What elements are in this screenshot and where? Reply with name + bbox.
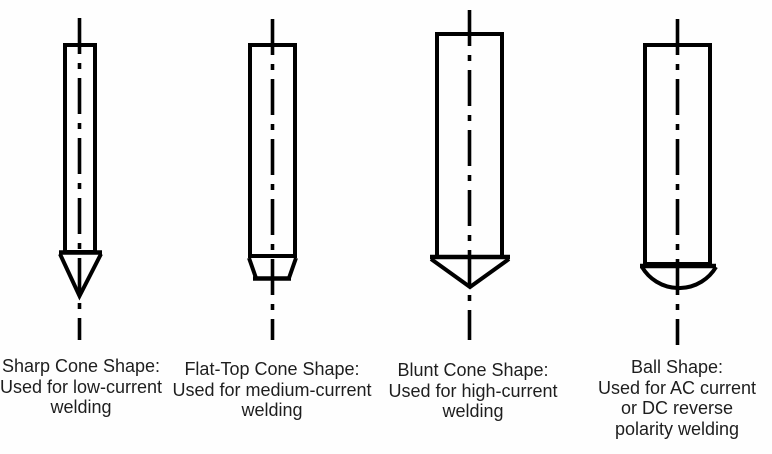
caption-line: or DC reverse bbox=[620, 398, 734, 418]
ball-tip-outline bbox=[640, 265, 718, 291]
caption-line: Used for high-current bbox=[388, 380, 558, 401]
flat-top-cone-caption: Flat-Top Cone Shape: Used for medium-cur… bbox=[152, 359, 392, 421]
caption-line: Used for low-current bbox=[0, 376, 163, 397]
ball-caption: Ball Shape: Used for AC current or DC re… bbox=[557, 357, 772, 439]
blunt-cone-caption: Blunt Cone Shape: Used for high-current … bbox=[353, 360, 593, 422]
sharp-cone-electrode-drawing bbox=[58, 18, 103, 340]
caption-line: welding bbox=[50, 397, 112, 417]
blunt-cone-electrode-drawing bbox=[429, 10, 511, 340]
ball-electrode-drawing bbox=[640, 19, 718, 345]
flat-top-cone-electrode-drawing bbox=[247, 19, 298, 340]
caption-line: Sharp Cone Shape: bbox=[1, 356, 161, 376]
sharp-cone-caption: Sharp Cone Shape: Used for low-current w… bbox=[0, 356, 201, 418]
caption-line: Blunt Cone Shape: bbox=[397, 360, 549, 380]
caption-line: Used for medium-current bbox=[172, 379, 372, 400]
blunt-cone-tip-outline bbox=[429, 257, 511, 290]
caption-line: welding bbox=[241, 400, 303, 420]
flat-top-cone-tip-outline bbox=[247, 257, 298, 279]
caption-line: welding bbox=[442, 401, 504, 421]
caption-line: Used for AC current bbox=[597, 377, 757, 398]
sharp-cone-tip-outline bbox=[58, 253, 103, 301]
caption-line: Flat-Top Cone Shape: bbox=[184, 359, 360, 379]
electrode-body-outline bbox=[248, 43, 297, 258]
caption-line: Ball Shape: bbox=[630, 357, 724, 377]
caption-line: polarity welding bbox=[614, 418, 740, 439]
